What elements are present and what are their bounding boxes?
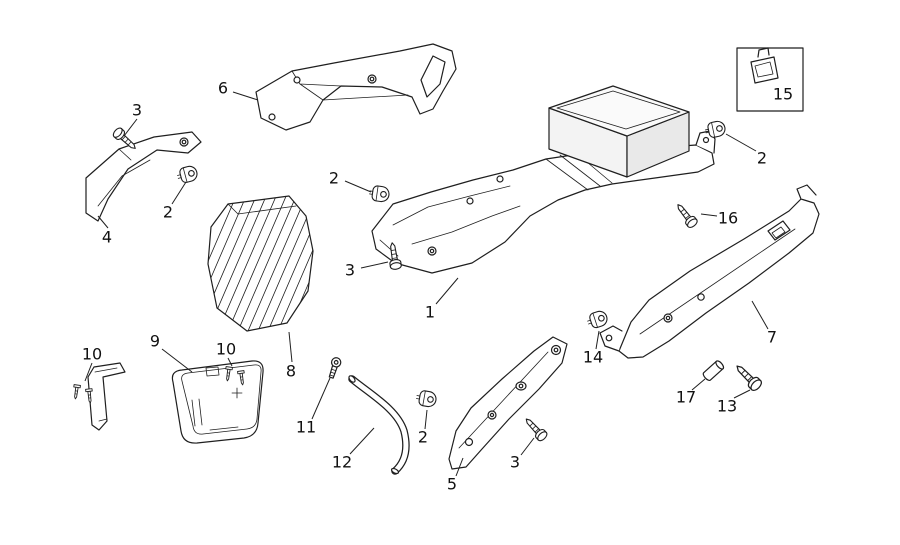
part-12-drain-hose (348, 375, 410, 475)
callout-14: 14 (583, 348, 603, 367)
callout-5: 5 (447, 475, 457, 494)
part-13-screw (731, 360, 764, 393)
part-16-screw (672, 200, 700, 230)
part-2-clamp-bottom (414, 389, 438, 409)
part-8-ribbed-mudflap (207, 195, 314, 332)
leader-3-bottom (520, 437, 535, 456)
part-3-screw-bottom (521, 414, 550, 443)
callout-3-bottom: 3 (510, 453, 520, 472)
part-7-top-hook (796, 184, 817, 200)
part-11-hose-fitting (328, 357, 342, 379)
callout-2-left: 2 (163, 203, 173, 222)
callout-2-bottom: 2 (418, 428, 428, 447)
callout-8: 8 (286, 362, 296, 381)
callout-7: 7 (767, 328, 777, 347)
part-15-item (750, 56, 779, 84)
leader-11 (311, 377, 331, 420)
callout-11: 11 (296, 418, 316, 437)
callout-16: 16 (718, 209, 738, 228)
callout-9: 9 (150, 332, 160, 351)
leader-2-bottom (424, 409, 428, 430)
callout-13: 13 (717, 397, 737, 416)
leader-2-left (171, 181, 187, 205)
callout-1: 1 (425, 303, 435, 322)
part-15-inset-box (736, 47, 804, 112)
leader-3-center (360, 261, 389, 269)
callout-12: 12 (332, 453, 352, 472)
part-8-outline (207, 195, 314, 332)
part-2-clamp-center (367, 184, 391, 204)
leader-3-top-left (123, 118, 138, 137)
callout-10-left: 10 (82, 345, 102, 364)
part-2-clamp-left (175, 164, 200, 185)
leader-4 (97, 215, 109, 229)
plus-terminal-mark (231, 387, 243, 399)
part-17-spacer (702, 360, 725, 381)
part-6-hole (268, 113, 276, 121)
leader-10-right (227, 357, 233, 367)
part-9-mount-bracket (87, 362, 126, 431)
part-9-outline (171, 360, 264, 444)
callout-6: 6 (218, 79, 228, 98)
leader-12 (349, 427, 375, 455)
part-6-outline (255, 43, 457, 131)
leader-9 (161, 348, 193, 373)
callout-17: 17 (676, 388, 696, 407)
part-14-clamp (585, 308, 610, 331)
leader-7 (751, 300, 769, 330)
callout-labels: 3 6 2 4 2 3 1 15 2 16 7 14 17 13 10 9 10… (82, 79, 793, 494)
leader-lines (84, 91, 769, 477)
callout-15: 15 (773, 85, 793, 104)
callout-4: 4 (102, 228, 112, 247)
leader-16 (700, 213, 718, 217)
leader-1 (435, 277, 459, 305)
leader-2-center (344, 180, 372, 193)
part-5-lower-rear-bracket (448, 336, 568, 470)
leader-10-left (84, 362, 93, 382)
leader-13 (733, 389, 751, 399)
leader-6 (232, 91, 259, 101)
part-7-right-side-panel (599, 184, 820, 359)
callout-3-top-left: 3 (132, 101, 142, 120)
part-9-battery-cover (171, 360, 264, 444)
part-4-left-side-bracket (85, 131, 202, 222)
part-6-front-top-bracket (255, 43, 457, 131)
part-4-outline (85, 131, 202, 222)
leader-5 (455, 457, 464, 477)
callout-3-center: 3 (345, 261, 355, 280)
leader-8 (288, 331, 293, 363)
callout-2-top-right: 2 (757, 149, 767, 168)
part-1-main-undertray (371, 85, 716, 274)
callout-10-right: 10 (216, 340, 236, 359)
leader-2-top-right (725, 133, 757, 152)
leader-17 (691, 378, 706, 391)
battery-box-top-rim (548, 85, 690, 137)
part-5-outline (448, 336, 568, 470)
callout-2-center: 2 (329, 169, 339, 188)
leader-14 (595, 330, 600, 350)
